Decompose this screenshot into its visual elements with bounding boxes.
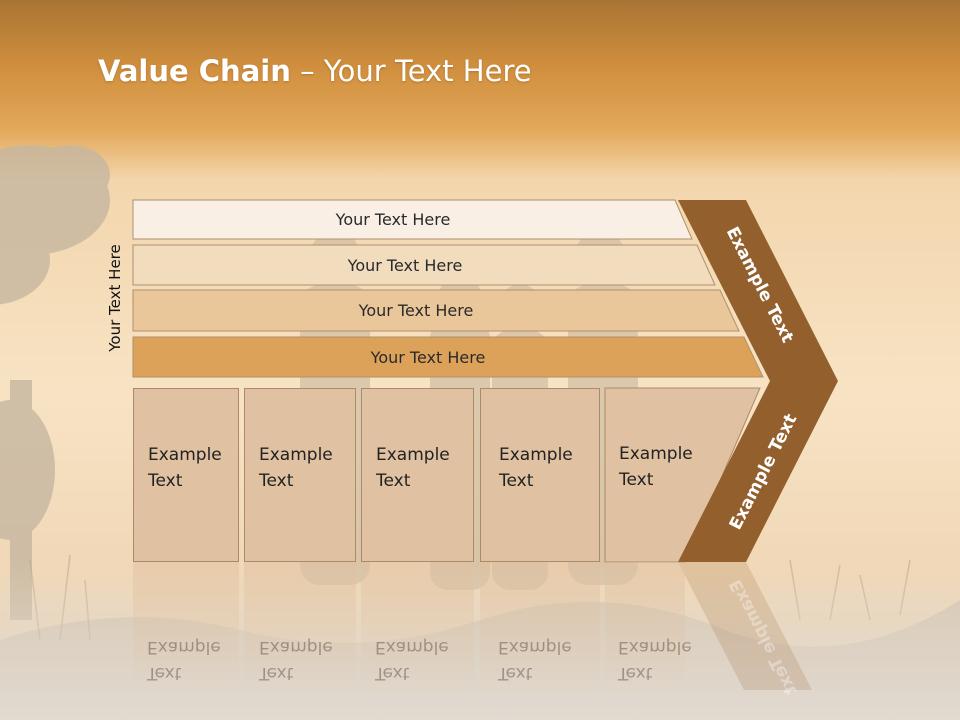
activity-box-4: Example Text <box>480 388 600 562</box>
bar-shape-1 <box>132 199 693 240</box>
reflection-box-1 <box>133 562 239 696</box>
activity-box-4-line2: Text <box>499 471 534 491</box>
bar-4-label: Your Text Here <box>370 347 486 367</box>
activity-box-5: Example Text <box>605 388 693 562</box>
bar-2-label: Your Text Here <box>347 255 463 275</box>
bar-3-label: Your Text Here <box>358 300 474 320</box>
activity-box-2: Example Text <box>244 388 356 562</box>
reflection-box-5 <box>605 562 685 696</box>
bar-3: Your Text Here <box>133 291 739 329</box>
bar-2: Your Text Here <box>133 246 717 284</box>
reflection-box-2 <box>244 562 356 696</box>
reflection-box-4 <box>480 562 600 696</box>
activity-box-3-line1: Example <box>376 445 450 465</box>
activity-box-3-line2: Text <box>376 471 411 491</box>
activity-box-4-line1: Example <box>499 445 573 465</box>
page-title: Value Chain – Your Text Here <box>98 54 532 88</box>
reflection-chevron-label: Example Text <box>725 575 802 699</box>
reflection-box-3 <box>361 562 474 696</box>
bar-1-label: Your Text Here <box>335 209 451 229</box>
activity-box-5-line1: Example <box>619 444 693 464</box>
bar-shape-3 <box>132 289 740 332</box>
bar-1: Your Text Here <box>133 200 693 238</box>
activity-box-5-line2: Text <box>619 470 654 490</box>
activity-box-2-line2: Text <box>259 471 294 491</box>
activity-box-1-line2: Text <box>148 471 183 491</box>
chevron-reflection <box>678 562 812 690</box>
bar-4: Your Text Here <box>133 338 763 376</box>
activity-box-1: Example Text <box>133 388 239 562</box>
activity-box-2-line1: Example <box>259 445 333 465</box>
chevron-shape <box>678 200 838 562</box>
activity-box-3: Example Text <box>361 388 474 562</box>
bar-shape-2 <box>132 244 716 286</box>
bar-shape-4 <box>132 336 764 378</box>
activity-box-1-line1: Example <box>148 445 222 465</box>
